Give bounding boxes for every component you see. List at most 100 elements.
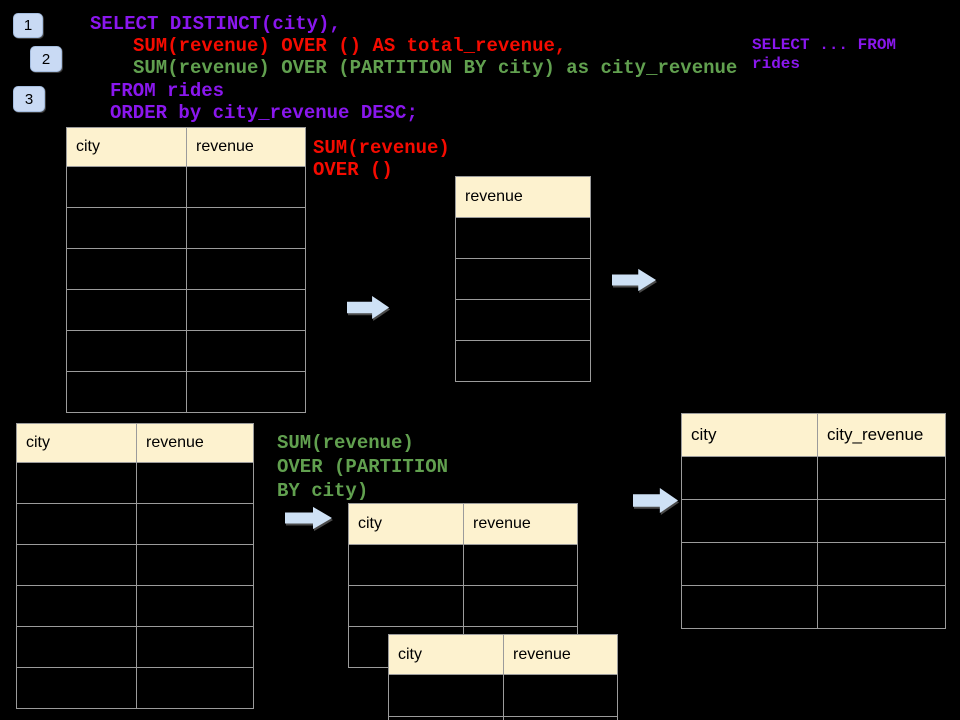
empty-cell bbox=[186, 330, 306, 372]
table-row bbox=[16, 503, 254, 545]
sum-over-total-note: SUM(revenue) OVER () bbox=[313, 137, 450, 181]
empty-cell bbox=[455, 258, 591, 300]
column-header: revenue bbox=[186, 127, 306, 167]
table-row bbox=[66, 289, 306, 331]
table-row bbox=[455, 217, 591, 259]
table-row bbox=[348, 585, 578, 627]
empty-cell bbox=[186, 289, 306, 331]
empty-cell bbox=[455, 299, 591, 341]
empty-cell bbox=[66, 166, 187, 208]
column-header: city bbox=[681, 413, 818, 457]
table-row bbox=[348, 544, 578, 586]
step-badge-2: 2 bbox=[30, 46, 62, 72]
step-badge-3: 3 bbox=[13, 86, 45, 112]
empty-cell bbox=[16, 503, 137, 545]
empty-cell bbox=[136, 544, 254, 586]
table-grid: revenue bbox=[455, 176, 591, 382]
table-row bbox=[66, 207, 306, 249]
table-row bbox=[66, 166, 306, 208]
column-header: city_revenue bbox=[817, 413, 946, 457]
arrow-to-partition-table-icon bbox=[285, 506, 332, 530]
table-row bbox=[681, 585, 946, 629]
sql-line-select: SELECT DISTINCT(city), bbox=[90, 13, 341, 35]
empty-cell bbox=[16, 667, 137, 709]
step-badge-1: 1 bbox=[13, 13, 43, 38]
empty-cell bbox=[16, 544, 137, 586]
empty-cell bbox=[66, 248, 187, 290]
empty-cell bbox=[186, 371, 306, 413]
empty-cell bbox=[16, 462, 137, 504]
empty-cell bbox=[66, 207, 187, 249]
arrow-from-total-table-icon bbox=[612, 268, 657, 292]
empty-cell bbox=[388, 716, 504, 720]
table-row bbox=[388, 716, 618, 720]
empty-cell bbox=[463, 544, 578, 586]
empty-cell bbox=[455, 340, 591, 382]
empty-cell bbox=[817, 456, 946, 500]
column-header: revenue bbox=[463, 503, 578, 545]
column-header: city bbox=[348, 503, 464, 545]
empty-cell bbox=[455, 217, 591, 259]
table-row bbox=[455, 340, 591, 382]
empty-cell bbox=[186, 166, 306, 208]
empty-cell bbox=[681, 456, 818, 500]
table-row bbox=[66, 330, 306, 372]
arrow-to-result-table-icon bbox=[633, 488, 679, 513]
table-row bbox=[388, 674, 618, 717]
empty-cell bbox=[681, 585, 818, 629]
empty-cell bbox=[681, 499, 818, 543]
table-row bbox=[16, 544, 254, 586]
empty-cell bbox=[817, 542, 946, 586]
empty-cell bbox=[136, 462, 254, 504]
table-row bbox=[16, 585, 254, 627]
sum-over-partition-note: SUM(revenue) OVER (PARTITION BY city) bbox=[277, 432, 449, 502]
table-row bbox=[66, 371, 306, 413]
empty-cell bbox=[66, 371, 187, 413]
empty-cell bbox=[817, 499, 946, 543]
empty-cell bbox=[16, 585, 137, 627]
table-row bbox=[681, 499, 946, 543]
empty-cell bbox=[186, 248, 306, 290]
column-header: city bbox=[388, 634, 504, 675]
table-row bbox=[16, 667, 254, 709]
empty-cell bbox=[66, 330, 187, 372]
table-row bbox=[681, 542, 946, 586]
sql-line-order-by: ORDER by city_revenue DESC; bbox=[110, 102, 418, 124]
empty-cell bbox=[136, 503, 254, 545]
table-row bbox=[16, 626, 254, 668]
table-row bbox=[16, 462, 254, 504]
total-revenue-result-table: revenue bbox=[455, 176, 591, 382]
table-row bbox=[455, 258, 591, 300]
empty-cell bbox=[388, 674, 504, 717]
table-row bbox=[681, 456, 946, 500]
column-header: revenue bbox=[503, 634, 618, 675]
sql-line-sum-over-total: SUM(revenue) OVER () AS total_revenue, bbox=[133, 35, 567, 57]
empty-cell bbox=[136, 667, 254, 709]
empty-cell bbox=[503, 674, 618, 717]
empty-cell bbox=[348, 544, 464, 586]
empty-cell bbox=[503, 716, 618, 720]
empty-cell bbox=[136, 585, 254, 627]
header-row: revenue bbox=[455, 176, 591, 218]
empty-cell bbox=[186, 207, 306, 249]
table-row bbox=[66, 248, 306, 290]
empty-cell bbox=[16, 626, 137, 668]
column-header: revenue bbox=[455, 176, 591, 218]
column-header: city bbox=[16, 423, 137, 463]
arrow-to-total-table-icon bbox=[347, 295, 390, 320]
empty-cell bbox=[463, 585, 578, 627]
